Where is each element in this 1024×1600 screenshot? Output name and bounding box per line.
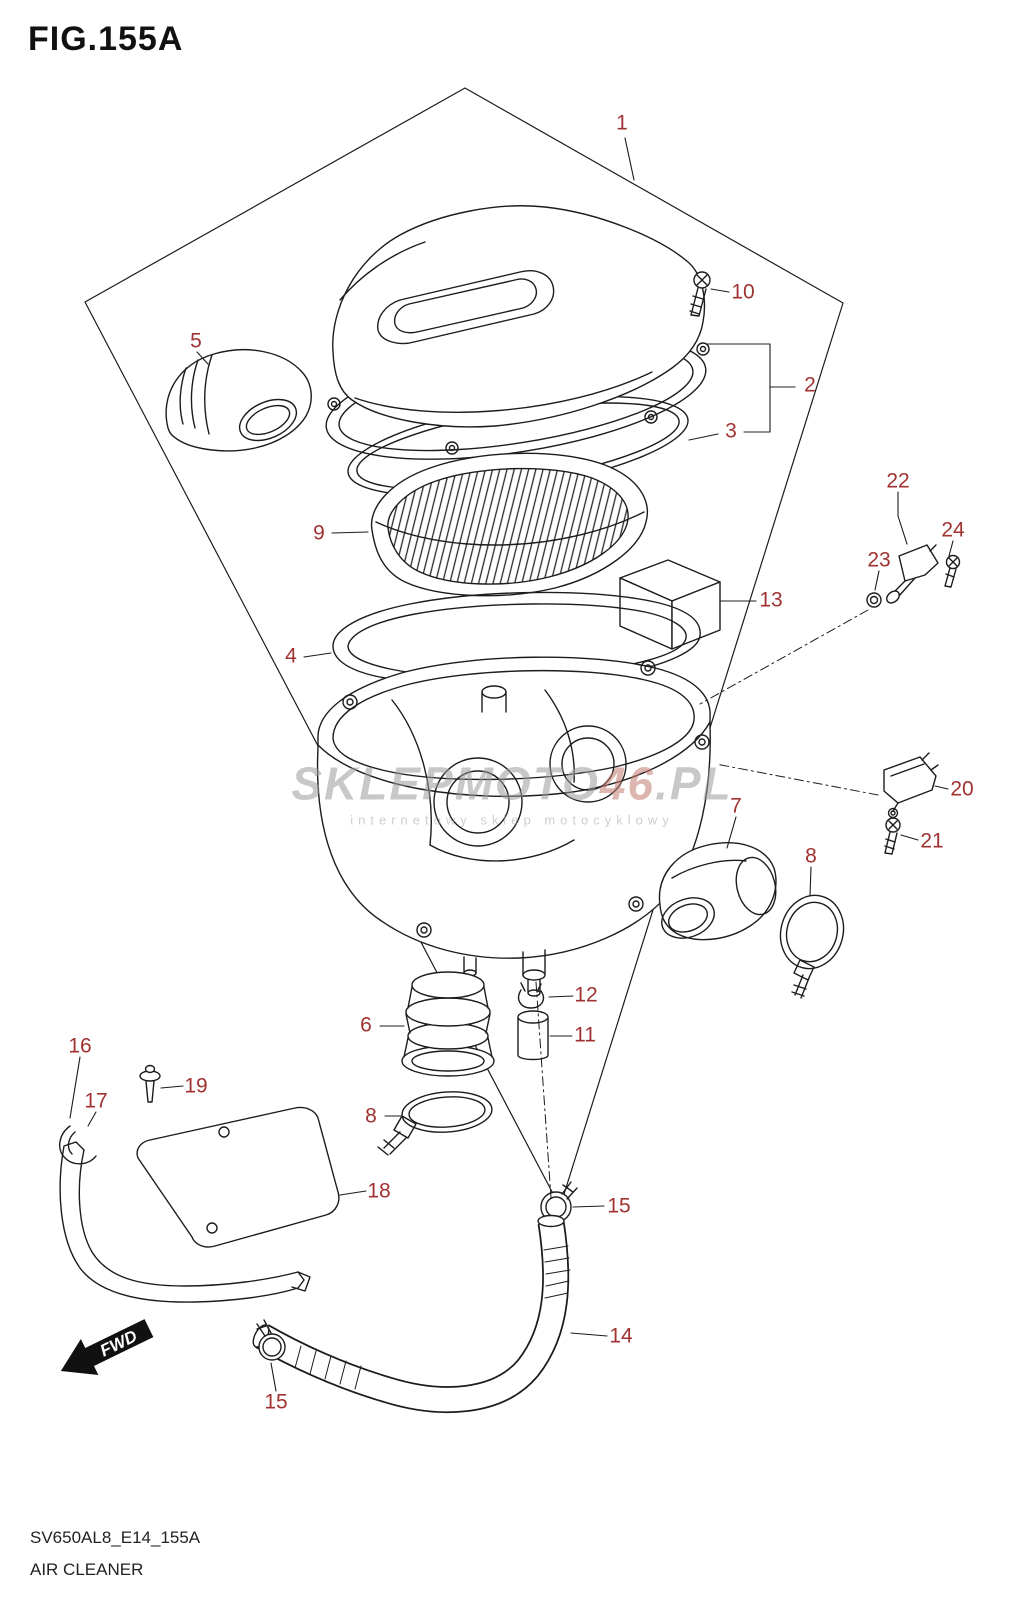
part-16-cushion: [59, 1125, 97, 1165]
callout-10: 10: [731, 280, 755, 304]
callout-14: 14: [609, 1324, 633, 1348]
callout-22: 22: [886, 469, 910, 493]
construction-lines: [535, 609, 879, 1199]
callout-20: 20: [950, 777, 974, 801]
part-11-tube: [517, 1010, 549, 1061]
fwd-arrow: FWD: [60, 1319, 154, 1375]
part-13-box: [619, 559, 721, 650]
callout-8-right: 8: [805, 844, 817, 868]
callout-7: 7: [730, 794, 742, 818]
callout-9: 9: [313, 521, 325, 545]
part-1-cover: [325, 205, 710, 460]
part-9-filter-element: [370, 452, 648, 597]
part-5-intake-duct: [165, 348, 312, 452]
callout-15-lower: 15: [264, 1390, 288, 1414]
part-21-screw: [884, 817, 901, 855]
part-23-sensor: [866, 544, 939, 608]
callout-21: 21: [920, 829, 944, 853]
air-cleaner-case: [316, 656, 711, 997]
part-6-boot: [401, 971, 495, 1077]
callout-15-upper: 15: [607, 1194, 631, 1218]
part-10-screw: [689, 271, 711, 317]
callout-18: 18: [367, 1179, 391, 1203]
part-12-clip: [517, 982, 545, 1009]
fwd-text: FWD: [97, 1326, 140, 1360]
callout-24: 24: [941, 518, 965, 542]
part-8-clamp-right: [779, 894, 845, 999]
part-7-outlet-duct: [658, 842, 777, 941]
callout-11: 11: [574, 1023, 596, 1047]
callout-3: 3: [725, 419, 737, 443]
callout-2: 2: [804, 373, 816, 397]
part-14-drain-hose: [252, 1214, 571, 1414]
part-8-clamp-left: [377, 1091, 493, 1156]
figure-title: FIG.155A: [28, 20, 184, 58]
callout-16: 16: [68, 1034, 92, 1058]
callout-5: 5: [190, 329, 202, 353]
part-18-flap: [136, 1106, 340, 1248]
callout-1: 1: [616, 111, 628, 135]
leader-lines: [69, 137, 954, 1392]
part-15-clamp-lower: [256, 1319, 286, 1361]
callout-8-left: 8: [365, 1104, 377, 1128]
callout-12: 12: [574, 983, 598, 1007]
part-19-rivet: [139, 1064, 161, 1103]
figure-name: AIR CLEANER: [30, 1560, 144, 1579]
figure-code: SV650AL8_E14_155A: [30, 1528, 201, 1547]
callout-17: 17: [84, 1089, 108, 1113]
callout-6: 6: [360, 1013, 372, 1037]
callout-4: 4: [285, 644, 297, 668]
part-17-stay: [59, 1141, 311, 1303]
callout-13: 13: [759, 588, 783, 612]
callout-19: 19: [184, 1074, 208, 1098]
part-20-sensor: [883, 752, 939, 819]
part-24-screw: [944, 554, 961, 588]
callout-23: 23: [867, 548, 891, 572]
